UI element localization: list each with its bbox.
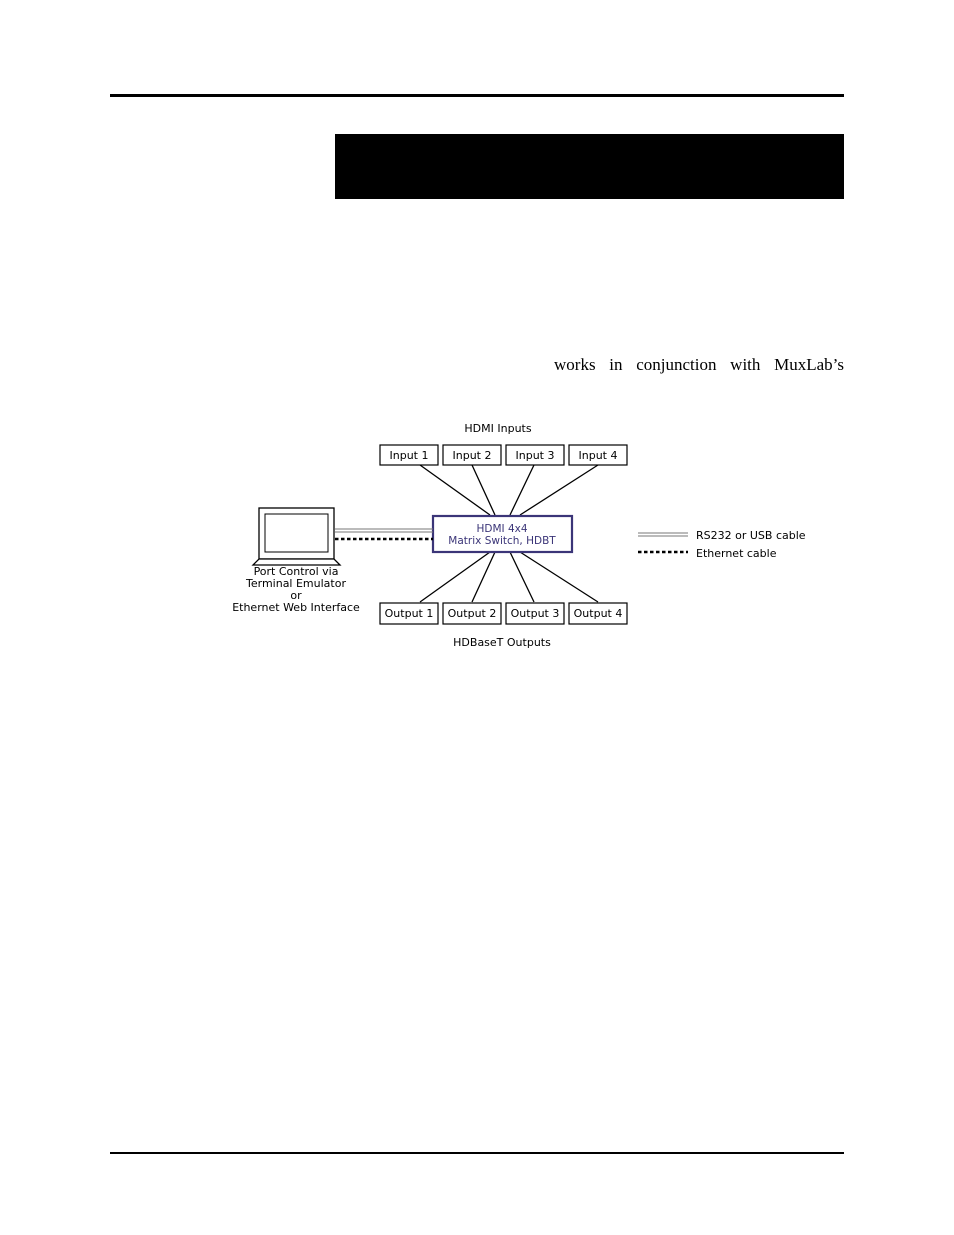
caption-line-4: Ethernet Web Interface — [232, 601, 360, 614]
output-3: Output 3 — [505, 602, 565, 625]
caption-line-3: or — [290, 589, 302, 602]
input-connection-lines — [419, 464, 599, 516]
switch-line-2: Matrix Switch, HDBT — [448, 535, 556, 547]
output-1: Output 1 — [379, 602, 439, 625]
section-title-banner — [335, 134, 844, 199]
matrix-switch: HDMI 4x4 Matrix Switch, HDBT — [431, 514, 574, 554]
svg-text:Input 1: Input 1 — [390, 449, 429, 462]
svg-text:Output 4: Output 4 — [574, 607, 623, 620]
output-2-line — [471, 551, 496, 603]
legend: RS232 or USB cable Ethernet cable — [638, 529, 806, 560]
outputs-heading: HDBaseT Outputs — [453, 636, 551, 649]
svg-text:RS232 or USB cable: RS232 or USB cable — [696, 529, 806, 542]
inputs-heading: HDMI Inputs — [464, 422, 531, 435]
output-3-line — [509, 551, 535, 603]
caption-line-2: Terminal Emulator — [245, 577, 346, 590]
footer-rule — [110, 1152, 844, 1154]
output-4-line — [519, 551, 599, 603]
input-4: Input 4 — [568, 444, 628, 466]
input-2-line — [471, 464, 496, 516]
svg-text:Output 3: Output 3 — [511, 607, 560, 620]
svg-text:Ethernet cable: Ethernet cable — [696, 547, 777, 560]
legend-item-rs232: RS232 or USB cable — [638, 529, 806, 542]
caption-line-1: Port Control via — [254, 565, 339, 578]
svg-text:Input 2: Input 2 — [453, 449, 492, 462]
output-1-line — [419, 551, 491, 603]
rs232-usb-cable — [335, 528, 433, 533]
computer-icon — [251, 507, 342, 566]
input-3: Input 3 — [505, 444, 565, 466]
svg-text:Input 4: Input 4 — [579, 449, 618, 462]
output-4: Output 4 — [568, 602, 628, 625]
input-4-line — [519, 464, 599, 516]
svg-text:Output 1: Output 1 — [385, 607, 434, 620]
svg-text:Output 2: Output 2 — [448, 607, 497, 620]
input-1: Input 1 — [379, 444, 439, 466]
output-connection-lines — [419, 551, 599, 603]
header-rule — [110, 94, 844, 97]
legend-item-ethernet: Ethernet cable — [638, 547, 777, 560]
input-3-line — [509, 464, 535, 516]
switch-line-1: HDMI 4x4 — [476, 523, 527, 535]
system-connection-diagram: HDMI Inputs HDBaseT Outputs Input 1 Inpu… — [232, 422, 806, 649]
svg-text:Input 3: Input 3 — [516, 449, 555, 462]
body-text-fragment: works in conjunction with MuxLab’s — [554, 355, 844, 374]
input-2: Input 2 — [442, 444, 502, 466]
input-1-line — [419, 464, 491, 516]
output-2: Output 2 — [442, 602, 502, 625]
